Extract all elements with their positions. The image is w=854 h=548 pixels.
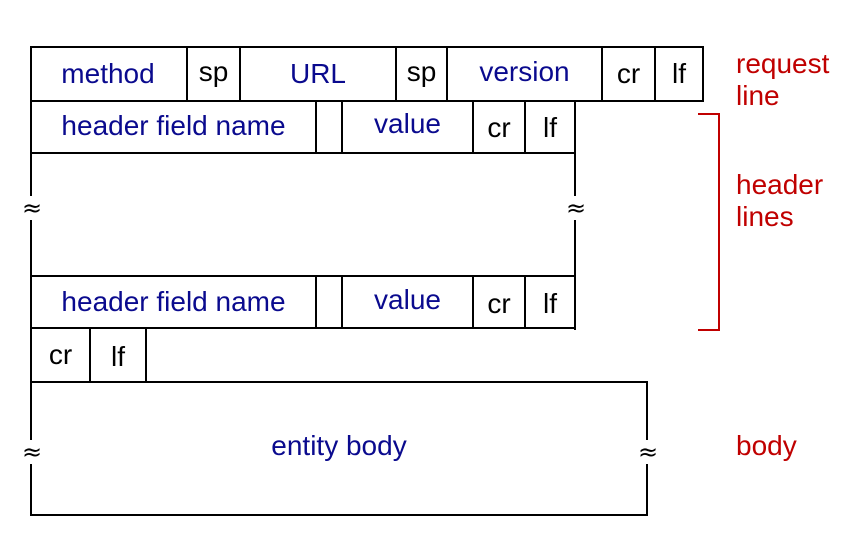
- divider: [239, 46, 241, 102]
- header-field-name: header field name: [61, 110, 286, 141]
- wave-symbol: ≈: [22, 194, 43, 222]
- divider: [30, 327, 32, 383]
- divider: [30, 152, 32, 330]
- divider: [472, 275, 474, 329]
- divider: [446, 46, 448, 102]
- wave-symbol: ≈: [566, 194, 587, 222]
- header-lines-label-line1: header: [736, 169, 824, 200]
- divider: [30, 152, 576, 154]
- request-line-label-line1: request: [736, 48, 830, 79]
- divider: [472, 100, 474, 154]
- divider: [315, 100, 317, 154]
- divider: [145, 327, 147, 383]
- divider: [574, 152, 576, 330]
- header-lines-label: header lines: [736, 169, 823, 233]
- lf-field: lf: [672, 58, 686, 89]
- request-line-label: request line: [736, 48, 829, 112]
- sp-field: sp: [198, 56, 229, 87]
- divider: [341, 100, 343, 154]
- version-field: version: [479, 56, 570, 87]
- divider: [186, 46, 188, 102]
- cr-field: cr: [487, 288, 511, 319]
- entity-body-label: entity body: [271, 430, 407, 461]
- divider: [30, 100, 32, 154]
- divider: [654, 46, 656, 102]
- divider: [395, 46, 397, 102]
- url-field: URL: [289, 58, 346, 89]
- body-label: body: [736, 430, 797, 461]
- header-lines-label-line2: lines: [736, 201, 794, 232]
- divider: [524, 100, 526, 154]
- header-value: value: [374, 108, 441, 139]
- method-field: method: [61, 58, 155, 89]
- request-line-row: [30, 46, 704, 102]
- divider: [574, 100, 576, 154]
- lf-field: lf: [543, 288, 557, 319]
- divider: [315, 275, 317, 329]
- divider: [30, 327, 576, 329]
- divider: [30, 275, 576, 277]
- sp-field: sp: [406, 56, 437, 87]
- divider: [524, 275, 526, 329]
- divider: [601, 46, 603, 102]
- wave-symbol: ≈: [638, 438, 659, 466]
- header-value: value: [374, 284, 441, 315]
- cr-field: cr: [616, 58, 641, 89]
- header-lines-bracket: [698, 113, 720, 331]
- cr-field: cr: [48, 339, 73, 370]
- divider: [30, 514, 648, 516]
- cr-field: cr: [487, 112, 511, 143]
- lf-field: lf: [111, 341, 125, 372]
- lf-field: lf: [543, 112, 557, 143]
- divider: [30, 381, 648, 383]
- divider: [341, 275, 343, 329]
- request-line-label-line2: line: [736, 80, 780, 111]
- header-field-name: header field name: [61, 286, 286, 317]
- divider: [89, 327, 91, 383]
- wave-symbol: ≈: [22, 438, 43, 466]
